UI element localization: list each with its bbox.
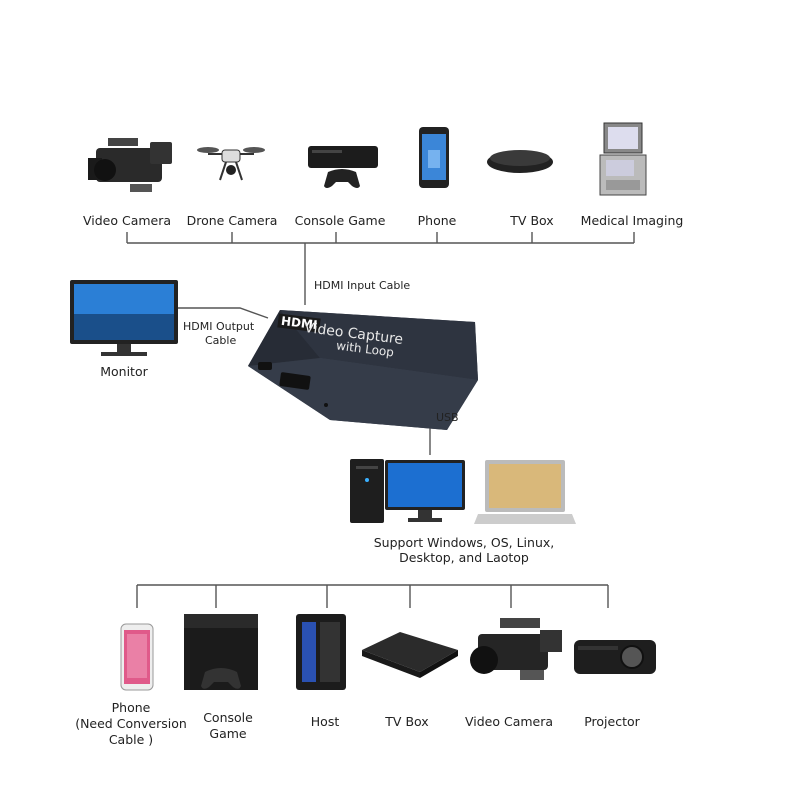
top-label-video-camera: Video Camera [82, 213, 172, 228]
monitor-label: Monitor [100, 364, 148, 379]
bottom-console-icon [184, 614, 258, 690]
top-video-camera-icon [88, 138, 172, 192]
computers-support-line2: Desktop, and Laotop [399, 550, 529, 565]
bottom-pc-host-icon [296, 614, 346, 690]
bottom-phone-icon [120, 623, 154, 691]
desktop-monitor-icon [385, 460, 465, 522]
bottom-label-console-line2: Game [209, 726, 247, 741]
hdmi-output-cable-label-line2: Cable [205, 334, 237, 347]
bottom-label-projector: Projector [584, 714, 640, 729]
bottom-label-tv-box: TV Box [385, 714, 429, 729]
top-console-icon [308, 146, 378, 188]
bottom-label-host: Host [310, 714, 340, 729]
bottom-label-phone-line3: Cable ) [108, 732, 154, 747]
top-label-phone: Phone [417, 213, 457, 228]
hdmi-output-cable-label-line1: HDMI Output [183, 320, 255, 333]
bottom-label-video-camera: Video Camera [464, 714, 554, 729]
connector-lines [126, 232, 635, 608]
bottom-projector-icon [574, 640, 656, 674]
hdmi-input-cable-label: HDMI Input Cable [314, 279, 411, 292]
capture-card-icon [248, 310, 478, 430]
top-medical-imaging-icon [599, 122, 647, 196]
computers-support-line1: Support Windows, OS, Linux, [373, 535, 555, 550]
bottom-label-phone-line1: Phone [111, 700, 151, 715]
usb-label: USB [436, 411, 459, 424]
top-drone-icon [197, 147, 265, 181]
top-tv-box-icon [487, 150, 553, 173]
monitor-icon [70, 280, 178, 356]
bottom-tv-box-icon [362, 632, 458, 678]
bottom-label-phone-line2: (Need Conversion [75, 716, 187, 731]
top-phone-icon [419, 127, 449, 188]
laptop-icon [474, 460, 576, 524]
bottom-label-console-line1: Console [203, 710, 253, 725]
bottom-video-camera-icon [470, 618, 562, 680]
top-label-tv-box: TV Box [510, 213, 554, 228]
top-label-console-game: Console Game [294, 213, 386, 228]
top-label-medical-imaging: Medical Imaging [580, 213, 684, 228]
top-label-drone-camera: Drone Camera [186, 213, 278, 228]
tower-pc-icon [350, 459, 384, 523]
